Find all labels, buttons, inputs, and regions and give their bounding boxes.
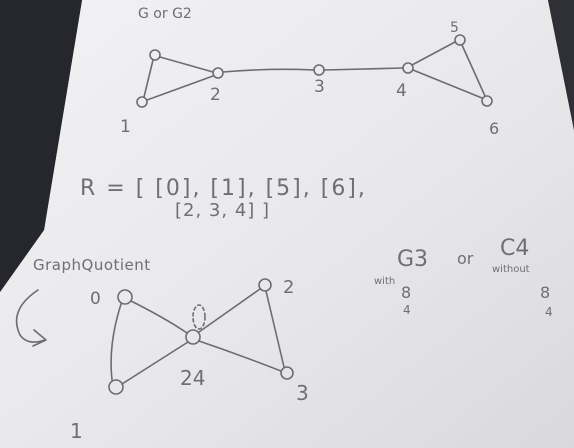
note-c4: C4 (500, 236, 529, 261)
qedge-2-3 (265, 290, 285, 368)
node-label-6: 6 (489, 119, 499, 138)
top-graph-title: G or G2 (138, 6, 192, 22)
note-without-sub-top: 8 (540, 283, 550, 302)
note-g3: G3 (397, 247, 428, 272)
node-0 (149, 49, 161, 61)
top-graph (136, 34, 493, 108)
qedge-0-1 (110, 303, 122, 381)
qedge-0-24 (130, 300, 188, 334)
node-6 (481, 95, 493, 107)
node-label-5: 5 (450, 20, 459, 36)
qnode-label-0: 0 (90, 289, 101, 309)
qnode-1 (108, 379, 124, 395)
qnode-label-24: 24 (180, 366, 205, 390)
node-label-1: 1 (120, 117, 131, 137)
qedge-1-24 (121, 341, 189, 385)
node-label-2: 2 (210, 85, 221, 105)
edge-4-5 (411, 41, 456, 66)
partition-line-1: R = [ [0], [1], [5], [6], (80, 176, 367, 201)
edge-2-3 (222, 68, 315, 73)
note-without: without (492, 264, 530, 275)
rotate-arrow-icon (15, 289, 46, 343)
node-5 (454, 34, 466, 46)
qedge-24-3 (198, 340, 282, 372)
node-3 (313, 64, 325, 76)
qnode-0 (117, 289, 133, 305)
edge-4-6 (412, 69, 483, 99)
qnode-24-loop (192, 304, 206, 330)
node-label-4: 4 (396, 81, 407, 101)
edge-3-4 (323, 67, 404, 71)
partition-line-2: [2, 3, 4] ] (175, 200, 270, 221)
node-2 (212, 67, 224, 79)
edge-1-2 (146, 75, 214, 101)
node-label-3: 3 (314, 77, 325, 97)
rotate-arrow-head (32, 329, 47, 347)
qnode-label-3: 3 (296, 381, 309, 405)
edge-5-6 (461, 44, 486, 97)
quotient-graph (15, 278, 294, 395)
edge-0-2 (159, 56, 214, 73)
dark-corner (548, 0, 574, 130)
node-1 (136, 96, 148, 108)
qnode-2 (258, 278, 272, 292)
qnode-label-1: 1 (70, 419, 83, 443)
qnode-3 (280, 366, 294, 380)
note-or: or (457, 249, 474, 268)
dark-wedge (0, 0, 82, 292)
quotient-title: GraphQuotient (33, 256, 151, 274)
qedge-24-2 (198, 288, 261, 333)
note-with: with (374, 276, 395, 287)
qnode-label-2: 2 (283, 277, 294, 298)
note-with-sub-top: 8 (401, 283, 411, 302)
edge-0-1 (143, 59, 154, 98)
note-with-sub-bottom: 4 (403, 303, 411, 317)
note-without-sub-bottom: 4 (545, 305, 553, 319)
qnode-24 (185, 329, 201, 345)
